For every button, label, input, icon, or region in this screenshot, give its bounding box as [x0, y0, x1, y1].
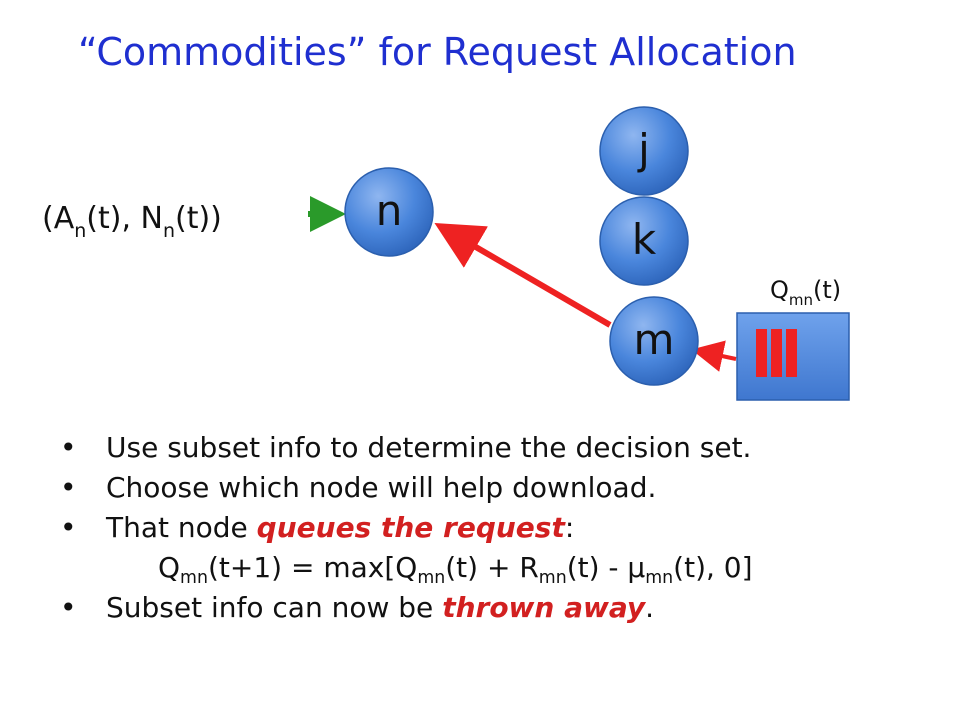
- bullet-item: Use subset info to determine the decisio…: [60, 428, 940, 468]
- bullet-item: Subset info can now be thrown away.: [60, 588, 940, 628]
- node-n-label: n: [376, 186, 403, 235]
- node-k-label: k: [632, 215, 657, 264]
- node-j-label: j: [637, 125, 650, 174]
- queue-box: [736, 312, 850, 401]
- slide-title: “Commodities” for Request Allocation: [78, 30, 797, 74]
- node-k: k: [599, 196, 689, 286]
- node-j: j: [599, 106, 689, 196]
- emphasis-thrown-away: thrown away: [442, 591, 646, 624]
- node-m-label: m: [634, 315, 675, 364]
- red-arrow-m-to-n: [434, 222, 612, 328]
- red-arrow-queue-to-m: [691, 340, 737, 372]
- input-label: (An(t), Nn(t)): [42, 201, 222, 242]
- bullet-list: Use subset info to determine the decisio…: [60, 428, 940, 628]
- emphasis-queues: queues the request: [256, 511, 565, 544]
- queue-item: [786, 329, 797, 377]
- node-m: m: [609, 296, 699, 386]
- queue-item: [756, 329, 767, 377]
- node-n: n: [344, 167, 434, 257]
- bullet-item: Choose which node will help download.: [60, 468, 940, 508]
- queue-label: Qmn(t): [770, 276, 841, 309]
- bullet-item: That node queues the request:: [60, 508, 940, 548]
- queue-update-formula: Qmn(t+1) = max[Qmn(t) + Rmn(t) - μmn(t),…: [158, 551, 753, 589]
- queue-item: [771, 329, 782, 377]
